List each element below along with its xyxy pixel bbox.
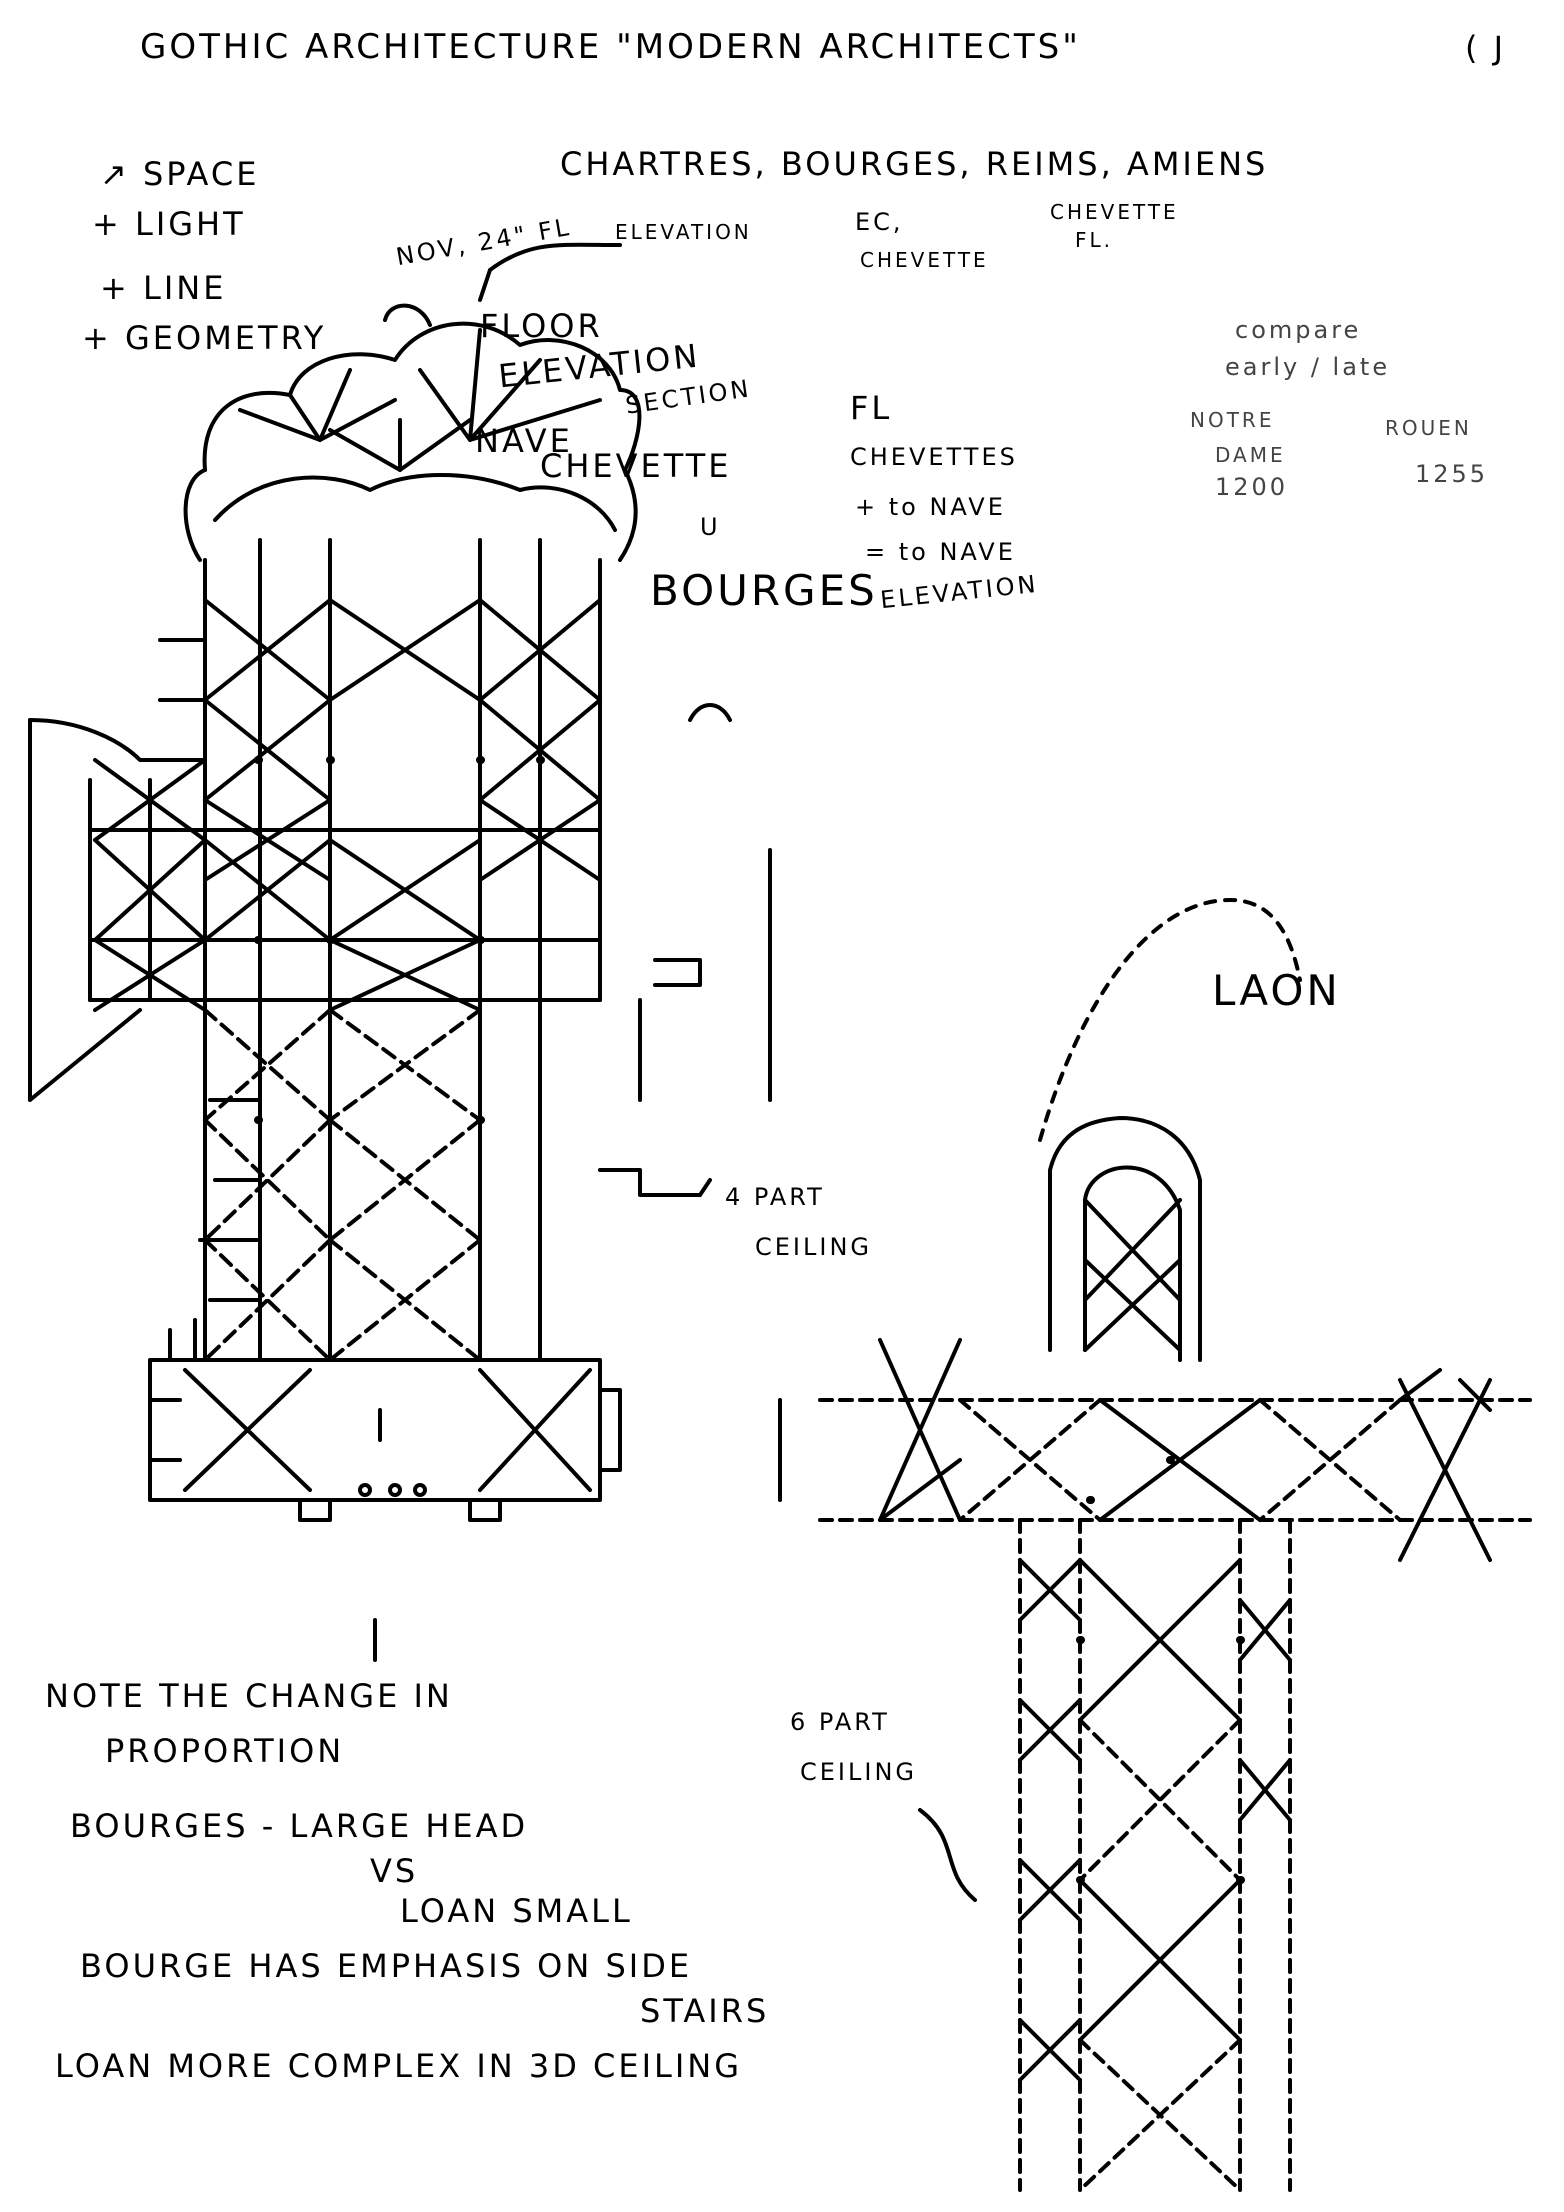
fl-note-fl: FL bbox=[850, 389, 893, 427]
six-part-label: 6 PART bbox=[790, 1708, 890, 1736]
label-u: U bbox=[700, 513, 721, 541]
topic-space: ↗ SPACE bbox=[100, 155, 260, 193]
note-line-6: BOURGE HAS EMPHASIS ON SIDE bbox=[80, 1947, 693, 1985]
label-nave: NAVE bbox=[475, 422, 573, 460]
topic-geometry-label: GEOMETRY bbox=[124, 319, 327, 357]
note-fl: FL. bbox=[1075, 228, 1114, 252]
note-line-4: VS bbox=[370, 1852, 419, 1890]
page-title: GOTHIC ARCHITECTURE "MODERN ARCHITECTS" bbox=[140, 27, 1081, 67]
note-line-3: BOURGES - LARGE HEAD bbox=[70, 1807, 529, 1845]
topic-light: + LIGHT bbox=[92, 205, 246, 243]
note-line-5: LOAN SMALL bbox=[400, 1892, 633, 1930]
label-bourges: BOURGES bbox=[650, 566, 878, 615]
cathedrals-list: CHARTRES, BOURGES, REIMS, AMIENS bbox=[560, 145, 1269, 183]
label-chevette: CHEVETTE bbox=[540, 447, 732, 485]
bourges-plan-sketch bbox=[28, 242, 772, 1662]
note-elevation: ELEVATION bbox=[615, 220, 752, 244]
four-part-ceiling: CEILING bbox=[755, 1233, 872, 1261]
note-line-7: STAIRS bbox=[640, 1992, 770, 2030]
compare-year-1255: 1255 bbox=[1415, 460, 1489, 488]
four-part-label: 4 PART bbox=[725, 1183, 825, 1211]
compare-year-1200: 1200 bbox=[1215, 473, 1289, 501]
six-part-ceiling: CEILING bbox=[800, 1758, 917, 1786]
topic-line-label: LINE bbox=[142, 269, 227, 307]
compare-early-late: early / late bbox=[1225, 353, 1391, 381]
fl-note-chevettes: CHEVETTES bbox=[850, 443, 1018, 471]
note-line-8: LOAN MORE COMPLEX IN 3D CEILING bbox=[55, 2047, 743, 2085]
compare-notre: NOTRE bbox=[1190, 408, 1275, 432]
compare-rouen: ROUEN bbox=[1385, 416, 1472, 440]
corner-mark: ( J bbox=[1465, 29, 1507, 67]
topic-space-label: SPACE bbox=[142, 155, 260, 193]
note-line-2: PROPORTION bbox=[105, 1732, 345, 1770]
label-floor: FLOOR bbox=[480, 307, 603, 345]
compare-dame: DAME bbox=[1215, 443, 1286, 467]
topic-geometry: + GEOMETRY bbox=[82, 319, 327, 357]
topic-light-label: LIGHT bbox=[134, 205, 246, 243]
fl-note-plus-nave: + to NAVE bbox=[855, 493, 1006, 521]
laon-title: LAON bbox=[1212, 966, 1341, 1015]
note-line-1: NOTE THE CHANGE IN bbox=[45, 1677, 453, 1715]
compare-note: compare bbox=[1235, 316, 1362, 344]
note-chevette: CHEVETTE bbox=[860, 248, 989, 272]
laon-plan-sketch bbox=[778, 898, 1532, 2192]
topic-line: + LINE bbox=[100, 269, 227, 307]
fl-note-equals-nave: = to NAVE bbox=[865, 538, 1016, 566]
note-chevette-fl: CHEVETTE bbox=[1050, 200, 1179, 224]
note-ec: EC, bbox=[855, 208, 904, 236]
